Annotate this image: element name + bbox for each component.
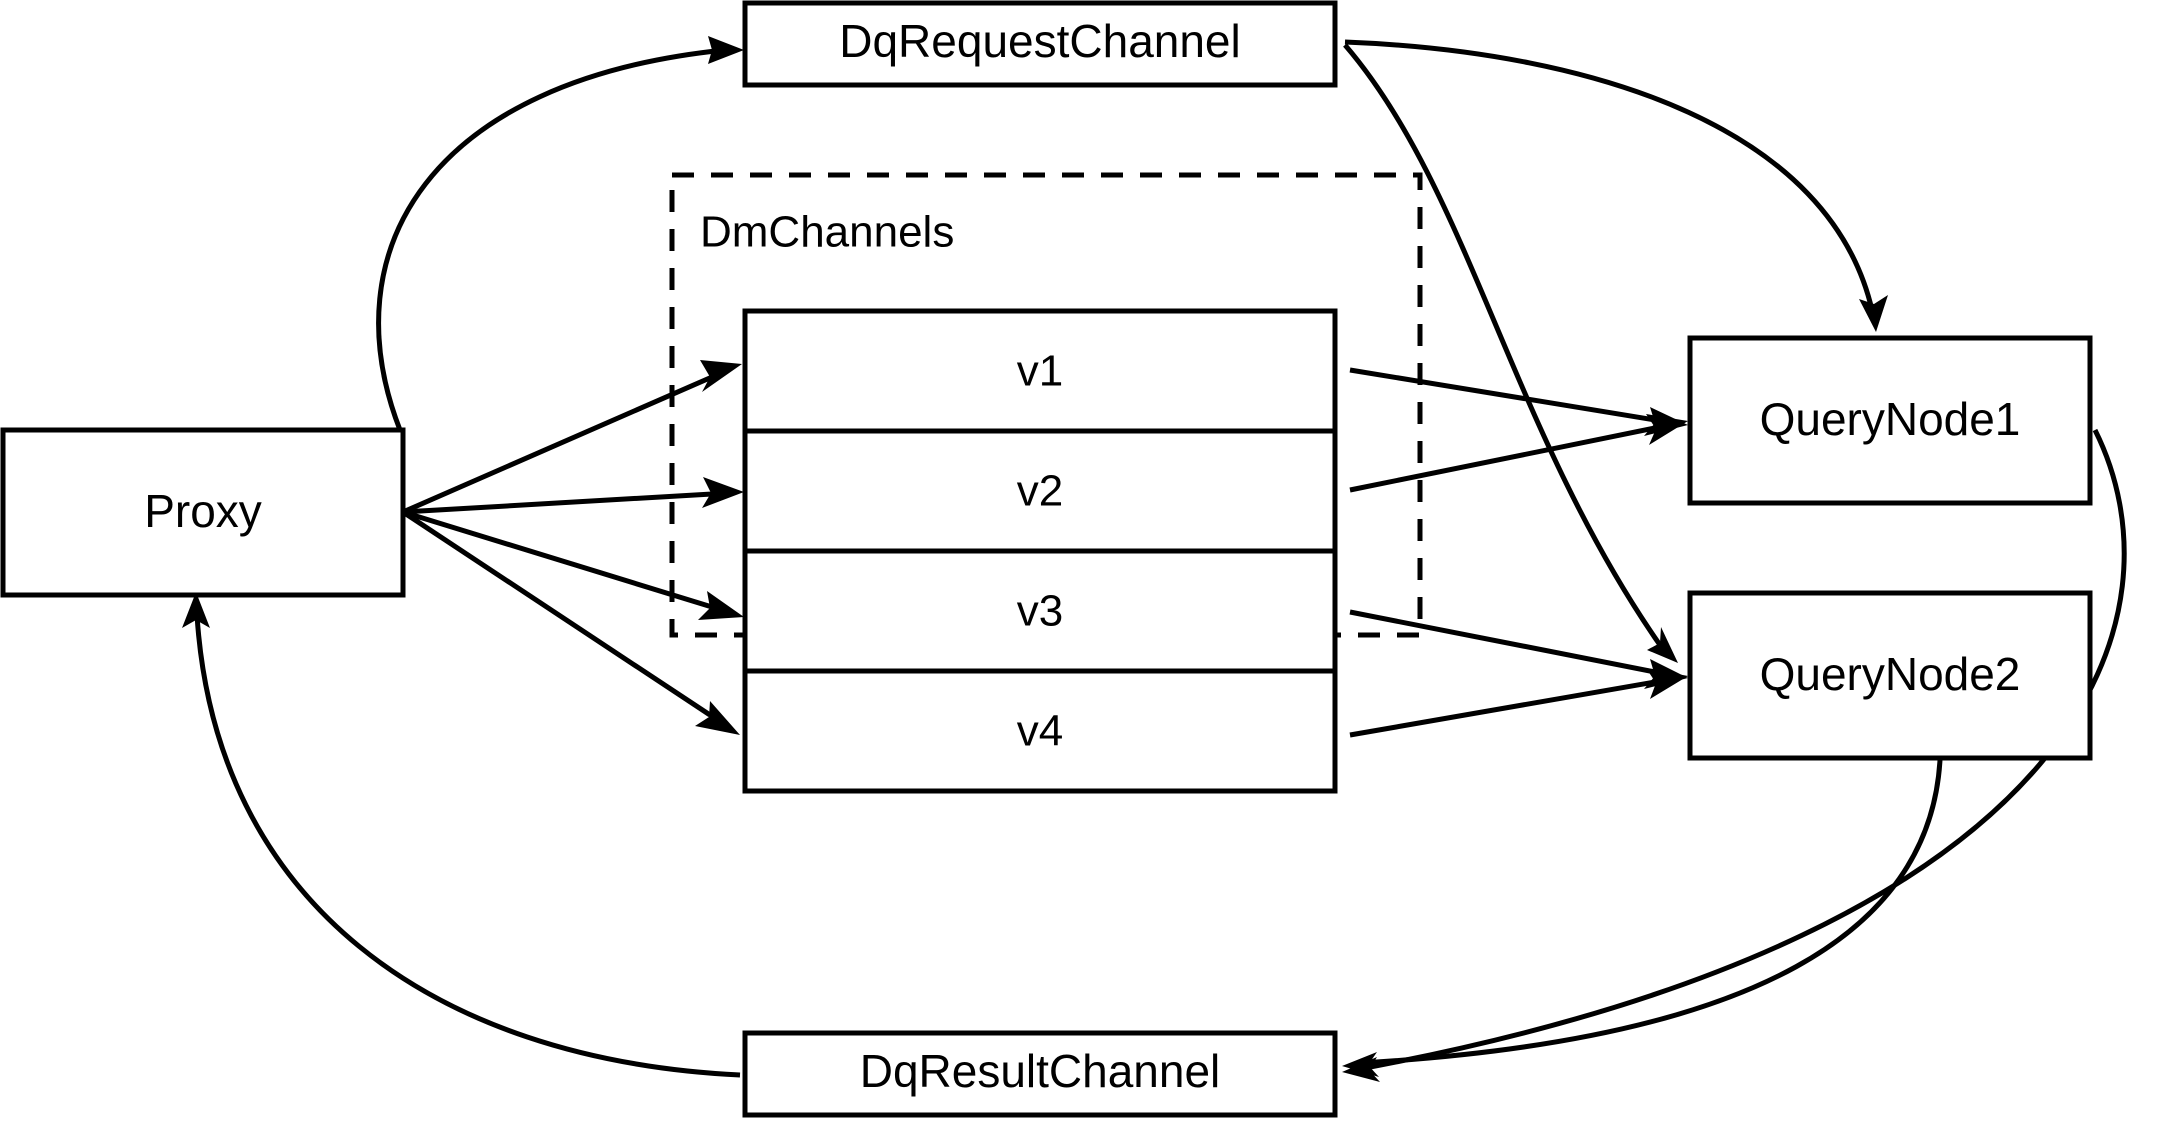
edge-proxy-to-v2 (402, 477, 744, 515)
edge-proxy-to-v3 (402, 509, 744, 620)
arrowhead-icon (708, 36, 744, 64)
arrowhead-icon (700, 360, 742, 392)
arrowhead-icon (182, 592, 210, 628)
proxy-label: Proxy (144, 485, 262, 537)
edge-v3-to-query-node-2 (1349, 609, 1688, 689)
edge-dq-request-channel-to-query-node-1 (1344, 39, 1888, 332)
dm-channel-row-v1[interactable]: v1 (1017, 347, 1063, 396)
arrowhead-icon (1647, 627, 1678, 663)
edge-proxy-to-dq-request-channel (376, 36, 744, 431)
arrowhead-icon (695, 701, 740, 735)
query-node-2-label: QueryNode2 (1760, 648, 2021, 700)
node-dq-request-channel[interactable]: DqRequestChannel (742, 0, 1338, 88)
dq-request-channel-box[interactable] (742, 0, 1338, 88)
query-node-1-box[interactable] (1687, 335, 2093, 506)
edge-query-node-2-to-dq-result-channel (1342, 759, 1943, 1077)
node-dq-result-channel[interactable]: DqResultChannel (742, 1030, 1338, 1118)
dm-channel-row-v4[interactable]: v4 (1017, 707, 1063, 756)
edge-proxy-to-v1 (401, 360, 742, 515)
dq-result-channel-label: DqResultChannel (860, 1045, 1221, 1097)
arrowhead-icon (702, 477, 744, 508)
query-node-1-label: QueryNode1 (1760, 393, 2021, 445)
node-proxy[interactable]: Proxy (0, 427, 406, 598)
arrowhead-icon (1859, 295, 1888, 332)
edge-proxy-to-v4 (401, 509, 740, 735)
dm-channels-rows: v1 v2 v3 v4 (742, 308, 1338, 794)
node-query-node-2[interactable]: QueryNode2 (1687, 590, 2093, 761)
edge-dq-result-channel-to-proxy (182, 592, 741, 1078)
edge-v4-to-query-node-2 (1349, 668, 1688, 738)
arrowhead-icon (1646, 414, 1688, 445)
dq-request-channel-label: DqRequestChannel (839, 15, 1241, 67)
dq-result-channel-box[interactable] (742, 1030, 1338, 1118)
arrowhead-icon (1646, 668, 1688, 699)
node-query-node-1[interactable]: QueryNode1 (1687, 335, 2093, 506)
dm-channel-row-v2[interactable]: v2 (1017, 467, 1063, 516)
dm-channels-label: DmChannels (700, 208, 954, 257)
edge-v2-to-query-node-1 (1349, 414, 1688, 493)
arrowhead-icon (698, 591, 744, 620)
edge-dq-request-channel-to-query-node-2 (1343, 43, 1678, 663)
dm-channel-row-v3[interactable]: v3 (1017, 587, 1063, 636)
query-node-2-box[interactable] (1687, 590, 2093, 761)
proxy-box[interactable] (0, 427, 406, 598)
